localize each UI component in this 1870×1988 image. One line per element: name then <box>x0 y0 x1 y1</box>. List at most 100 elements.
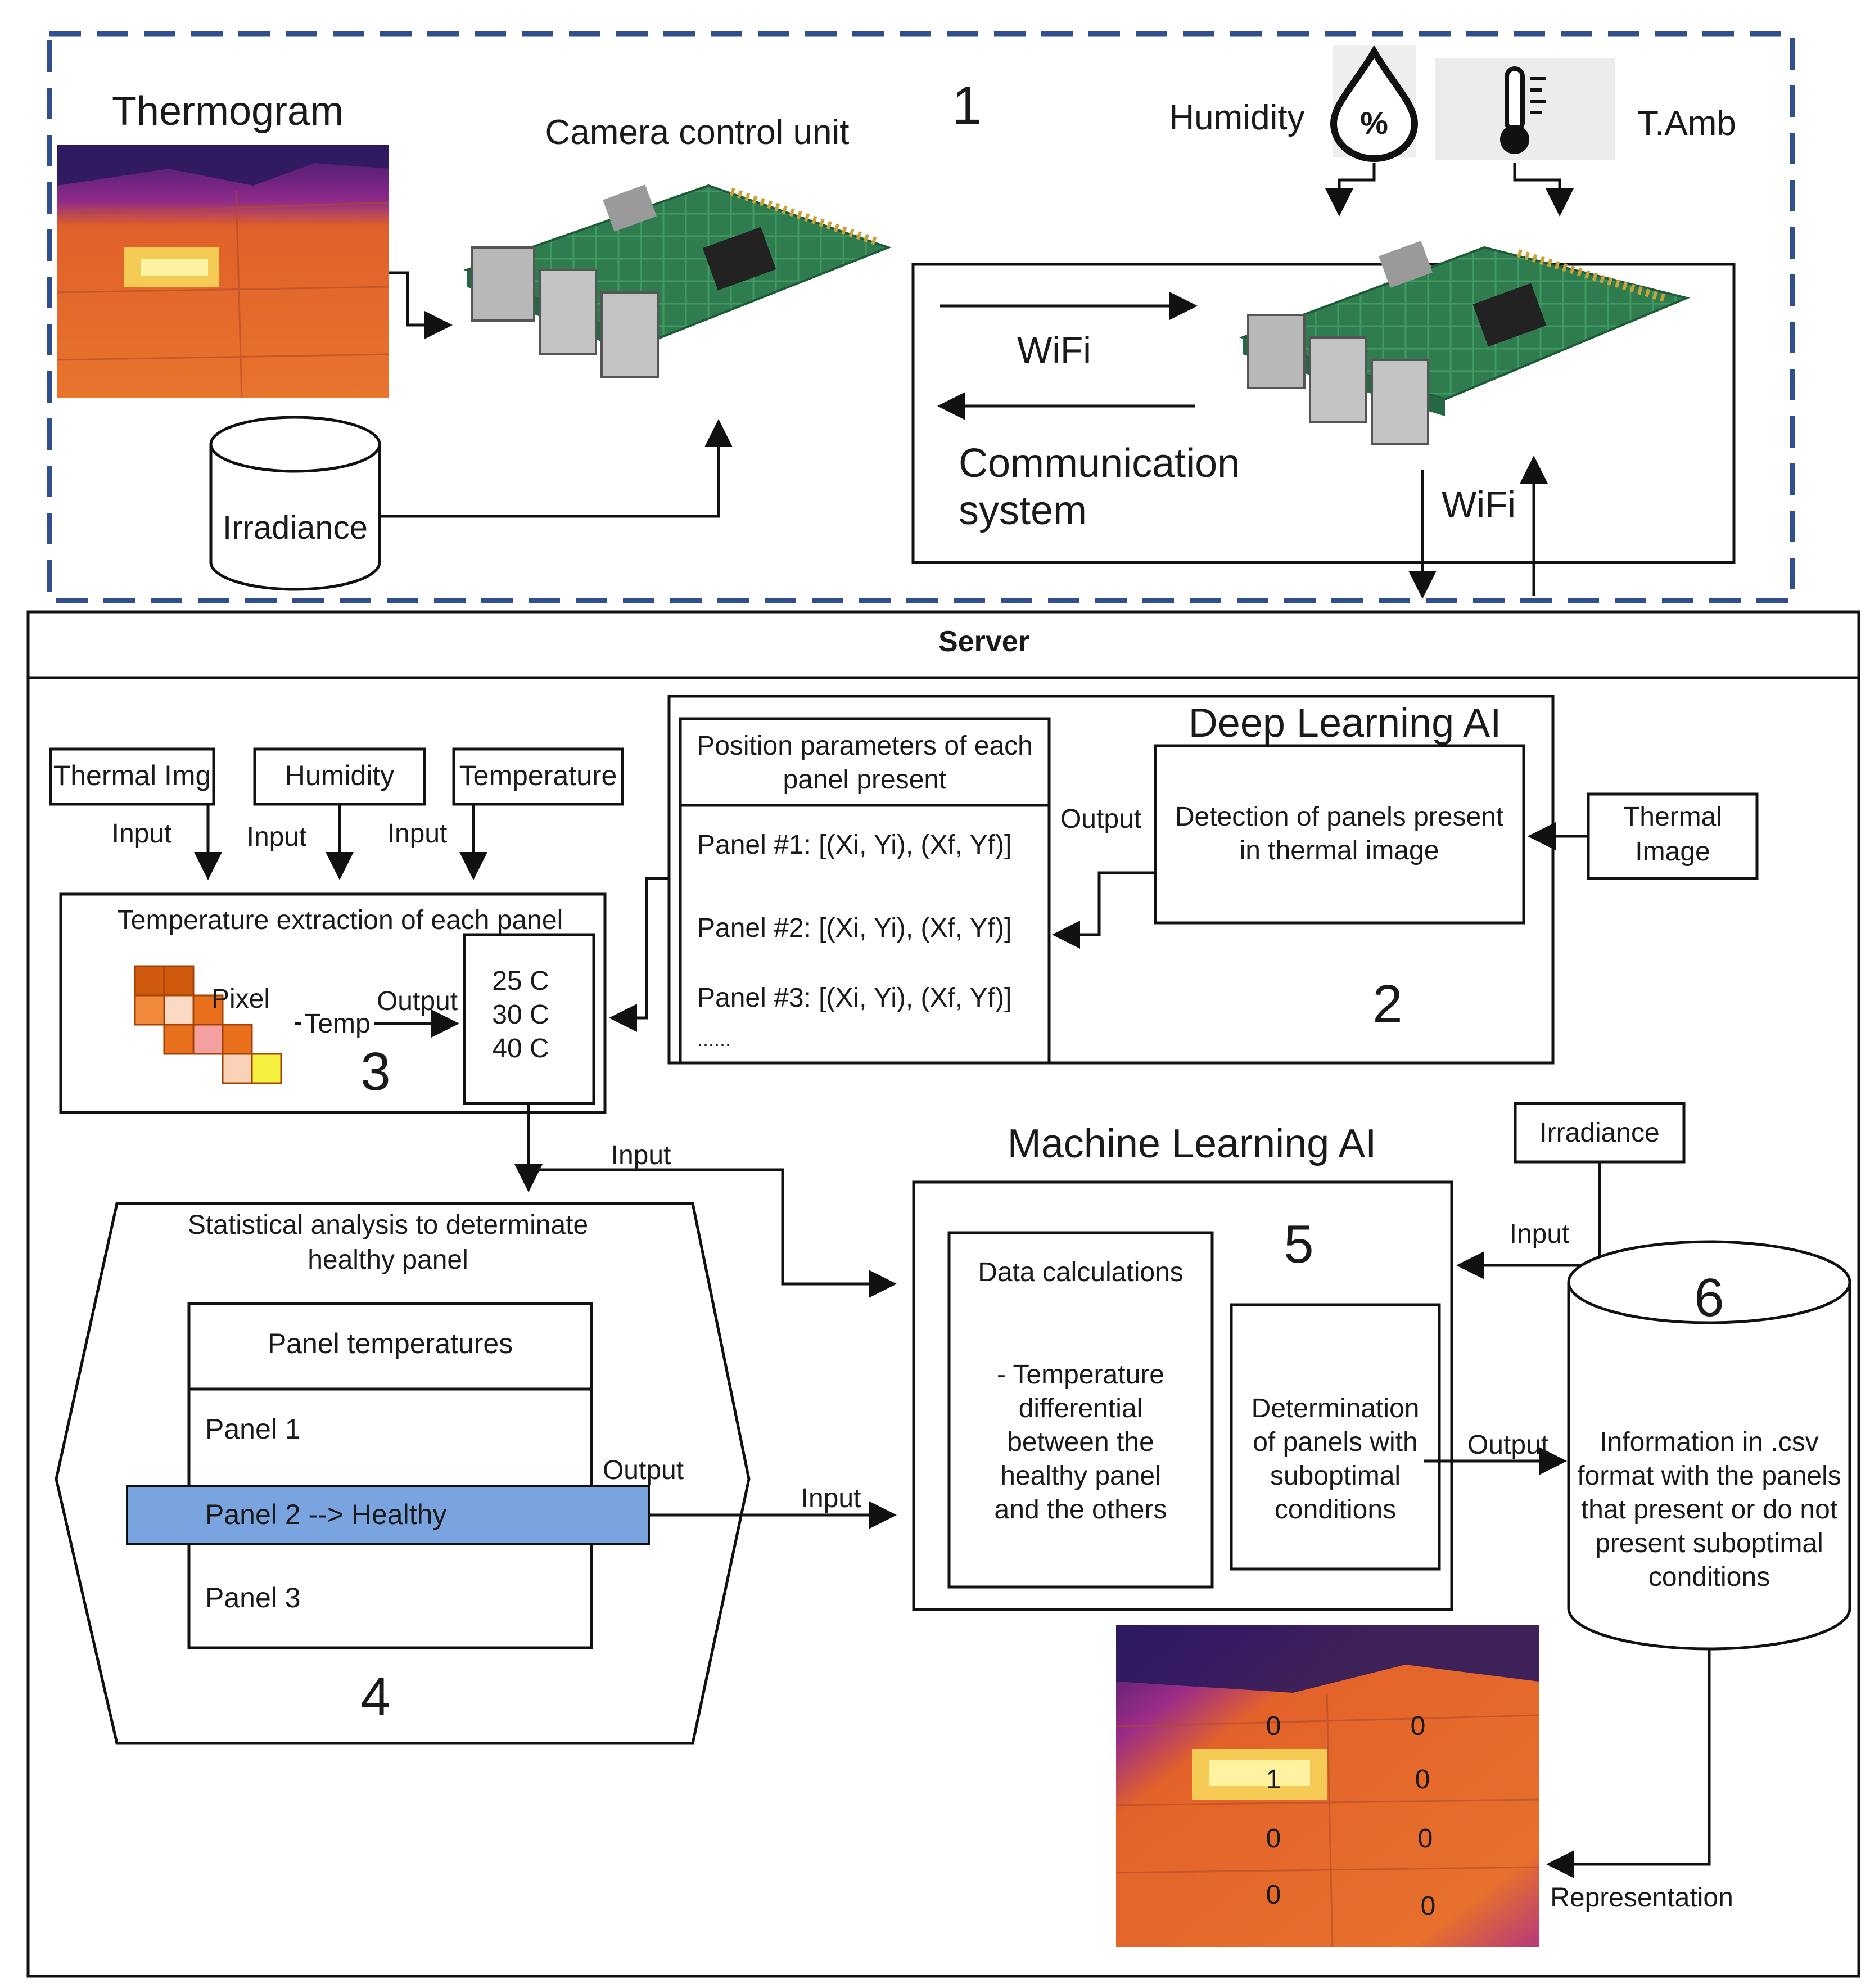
deep-learning-title: Deep Learning AI <box>1189 701 1501 746</box>
result-value-8: 0 <box>1421 1891 1436 1921</box>
thermal-image-line2: Image <box>1635 837 1710 867</box>
section-number-1: 1 <box>952 75 982 136</box>
temp-value-2: 30 C <box>492 1000 549 1030</box>
healthy-panel-highlight <box>126 1485 650 1545</box>
arrow-thermogram-to-camera <box>389 271 453 339</box>
temperature-input-box <box>452 747 624 806</box>
irradiance-input-label: Irradiance <box>1539 1118 1659 1148</box>
position-row-2: Panel #2: [(Xi, Yi), (Xf, Yf)] <box>697 913 1011 943</box>
result-value-6: 0 <box>1418 1824 1433 1854</box>
stats-title-line2: healthy panel <box>308 1245 468 1275</box>
deep-output-label: Output <box>1060 804 1141 834</box>
raspberry-pi-board-2 <box>1239 241 1691 445</box>
server-title: Server <box>938 625 1029 658</box>
result-thermogram-image <box>1115 1625 1539 1948</box>
arrow-irradiance-to-camera <box>380 419 733 518</box>
result-value-2: 0 <box>1411 1711 1426 1741</box>
arrow-detection-to-position <box>1052 871 1155 949</box>
camera-label: Camera control unit <box>545 113 849 152</box>
field-section-border <box>47 31 1795 603</box>
arrow-tamb-down <box>1513 163 1574 217</box>
csv-line-4: present suboptimal <box>1595 1529 1823 1558</box>
csv-line-5: conditions <box>1648 1562 1770 1592</box>
ml-input-label-mid: Input <box>801 1484 861 1513</box>
machine-learning-box <box>912 1180 1453 1611</box>
pixel-grid-icon <box>134 965 282 1084</box>
irradiance-label: Irradiance <box>223 510 368 546</box>
position-title-line2: panel present <box>783 765 947 795</box>
position-parameters-box <box>679 717 1051 1065</box>
determination-box <box>1230 1303 1441 1571</box>
arrow-csv-to-representation <box>1546 1649 1711 1878</box>
section-number-3: 3 <box>360 1042 390 1102</box>
temperature-input-label: Temperature <box>459 760 617 791</box>
stats-output-label: Output <box>603 1455 684 1485</box>
data-calc-line-2: differential <box>1019 1394 1143 1423</box>
panel-temperatures-header: Panel temperatures <box>268 1328 513 1359</box>
thermogram-label: Thermogram <box>112 89 344 134</box>
arrow-position-to-extraction <box>609 877 669 1032</box>
panel-row-2-healthy: Panel 2 --> Healthy <box>205 1499 446 1530</box>
input-label-thermal: Input <box>112 819 172 849</box>
thermometer-icon <box>1435 58 1615 160</box>
communication-label-line2: system <box>959 488 1087 533</box>
wifi-label-2: WiFi <box>1442 484 1516 525</box>
detection-line2: in thermal image <box>1240 836 1439 865</box>
wifi-label: WiFi <box>1017 329 1091 371</box>
representation-label: Representation <box>1550 1883 1733 1913</box>
irradiance-arrow-input-label: Input <box>1510 1219 1570 1249</box>
humidity-label: Humidity <box>1169 98 1304 137</box>
detection-line1: Detection of panels present <box>1175 802 1503 832</box>
temp-value-3: 40 C <box>492 1034 549 1063</box>
determination-line-4: conditions <box>1275 1495 1396 1525</box>
thermal-img-input-box <box>49 747 215 806</box>
result-value-3: 1 <box>1266 1765 1281 1795</box>
data-calc-line-1: - Temperature <box>997 1360 1164 1390</box>
csv-line-2: format with the panels <box>1577 1461 1841 1491</box>
extraction-output-label: Output <box>377 986 458 1016</box>
irradiance-database <box>209 416 381 591</box>
arrow-humidity-down <box>1325 163 1376 217</box>
detection-box <box>1154 744 1525 925</box>
data-calculations-title: Data calculations <box>978 1257 1184 1287</box>
thermal-img-label: Thermal Img <box>53 760 211 791</box>
section-number-2: 2 <box>1372 974 1402 1034</box>
csv-line-1: Information in .csv <box>1600 1427 1818 1457</box>
determination-line-2: of panels with <box>1253 1427 1418 1457</box>
data-calc-line-5: and the others <box>995 1495 1167 1525</box>
statistical-analysis-hexagon <box>55 1202 751 1745</box>
position-row-1: Panel #1: [(Xi, Yi), (Xf, Yf)] <box>697 830 1011 860</box>
server-container <box>26 610 1860 1978</box>
result-value-4: 0 <box>1415 1765 1430 1795</box>
panel-temperatures-table <box>187 1302 593 1649</box>
result-value-5: 0 <box>1266 1824 1281 1854</box>
input-label-temperature: Input <box>387 819 448 849</box>
csv-line-3: that present or do not <box>1581 1495 1837 1525</box>
humidity-percent-symbol: % <box>1360 105 1388 141</box>
arrow-values-to-ml <box>529 1168 897 1298</box>
humidity-drop-icon <box>1330 45 1419 162</box>
position-title-line1: Position parameters of each <box>697 731 1033 761</box>
data-calc-line-4: healthy panel <box>1000 1461 1161 1491</box>
data-calculations-box <box>947 1231 1214 1589</box>
communication-label-line1: Communication <box>959 441 1240 486</box>
result-value-1: 0 <box>1266 1711 1281 1741</box>
temp-label: Temp <box>304 1009 370 1039</box>
thermal-image-line1: Thermal <box>1623 802 1722 832</box>
arrow-irradiance-to-ml <box>1456 1162 1601 1279</box>
section-number-5: 5 <box>1284 1214 1313 1274</box>
determination-line-3: suboptimal <box>1270 1461 1401 1491</box>
determination-line-1: Determination <box>1252 1394 1420 1423</box>
communication-system-box <box>911 263 1736 564</box>
temperature-extraction-title: Temperature extraction of each panel <box>118 905 563 935</box>
ml-output-label: Output <box>1467 1430 1548 1460</box>
temperature-extraction-box <box>59 892 607 1114</box>
position-row-3: Panel #3: [(Xi, Yi), (Xf, Yf)] <box>697 983 1011 1013</box>
data-calc-line-3: between the <box>1007 1427 1154 1457</box>
machine-learning-title: Machine Learning AI <box>1008 1121 1376 1166</box>
position-ellipsis: ...... <box>697 1027 731 1051</box>
temp-value-1: 25 C <box>492 966 549 996</box>
section-number-4: 4 <box>360 1667 390 1727</box>
panel-row-1: Panel 1 <box>205 1413 301 1445</box>
